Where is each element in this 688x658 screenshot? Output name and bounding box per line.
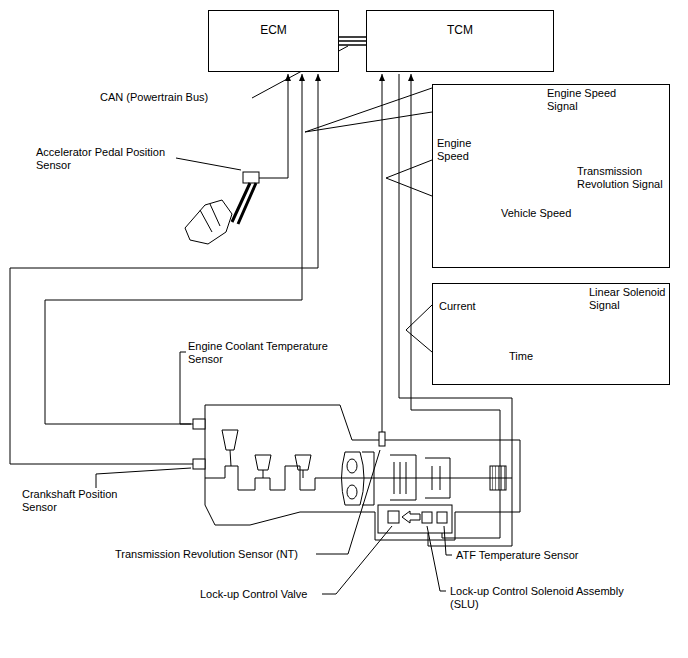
part-label: ATF Temperature Sensor xyxy=(456,549,616,562)
part-label: Engine Coolant Temperature Sensor xyxy=(188,340,363,366)
leader-line xyxy=(316,450,380,554)
node-text: Engine Speed Signal xyxy=(547,87,639,113)
control-module: ECM xyxy=(208,10,339,72)
node-text: ECM xyxy=(209,23,338,37)
nt-sensor xyxy=(379,432,385,446)
leader-line xyxy=(96,468,191,488)
piston xyxy=(255,455,271,478)
foot xyxy=(200,204,220,232)
wire xyxy=(411,74,412,410)
wire xyxy=(259,74,288,178)
part-label: CAN (Powertrain Bus) xyxy=(100,91,260,104)
node-text: Transmission Revolution Signal xyxy=(577,165,667,191)
atf-sensor xyxy=(437,512,447,523)
crankshaft xyxy=(205,466,338,490)
node-text: Vehicle Speed xyxy=(501,207,591,220)
piston xyxy=(295,455,311,478)
wire xyxy=(382,74,383,432)
engine-transmission-housing xyxy=(205,405,520,540)
crankshaft-sensor xyxy=(193,459,205,469)
callout-pointer xyxy=(406,305,432,352)
part-label: Accelerator Pedal Position Sensor xyxy=(36,146,176,172)
part-label: Lock-up Control Valve xyxy=(200,588,325,601)
torque-converter xyxy=(347,485,357,499)
torque-converter xyxy=(347,459,357,473)
node-text: Time xyxy=(509,350,549,363)
lockup-valve xyxy=(388,511,399,523)
node-text: TCM xyxy=(367,23,553,37)
flow-arrow xyxy=(402,511,420,523)
pedal-sensor xyxy=(243,172,259,183)
control-module: TCM xyxy=(366,10,554,72)
part-label: Lock-up Control Solenoid Assembly (SLU) xyxy=(450,585,630,611)
piston xyxy=(222,430,238,466)
signal-callout: Linear Solenoid SignalCurrentTime xyxy=(432,283,670,385)
can-bus xyxy=(339,37,366,45)
signal-callout: Engine Speed SignalEngine SpeedTransmiss… xyxy=(432,84,670,268)
callout-pointer xyxy=(386,160,432,196)
leader-line xyxy=(444,526,452,555)
part-label: Crankshaft Position Sensor xyxy=(22,488,152,514)
gear xyxy=(490,466,506,490)
leader-line xyxy=(322,526,392,594)
bus-line xyxy=(339,36,366,38)
wire xyxy=(45,74,302,424)
bus-line xyxy=(339,40,366,42)
part-label: Transmission Revolution Sensor (NT) xyxy=(115,548,325,561)
node-text: Engine Speed xyxy=(437,137,503,163)
node-text: Linear Solenoid Signal xyxy=(589,286,669,312)
bus-line xyxy=(339,44,366,46)
leader-line xyxy=(176,158,241,170)
pedal-arm xyxy=(232,183,256,224)
slu-solenoid xyxy=(422,512,432,523)
output-shaft xyxy=(338,478,512,479)
foot xyxy=(185,200,232,244)
node-text: Current xyxy=(439,300,489,313)
leader-line xyxy=(427,526,446,591)
callout-pointer xyxy=(305,88,432,132)
coolant-sensor xyxy=(193,419,205,429)
